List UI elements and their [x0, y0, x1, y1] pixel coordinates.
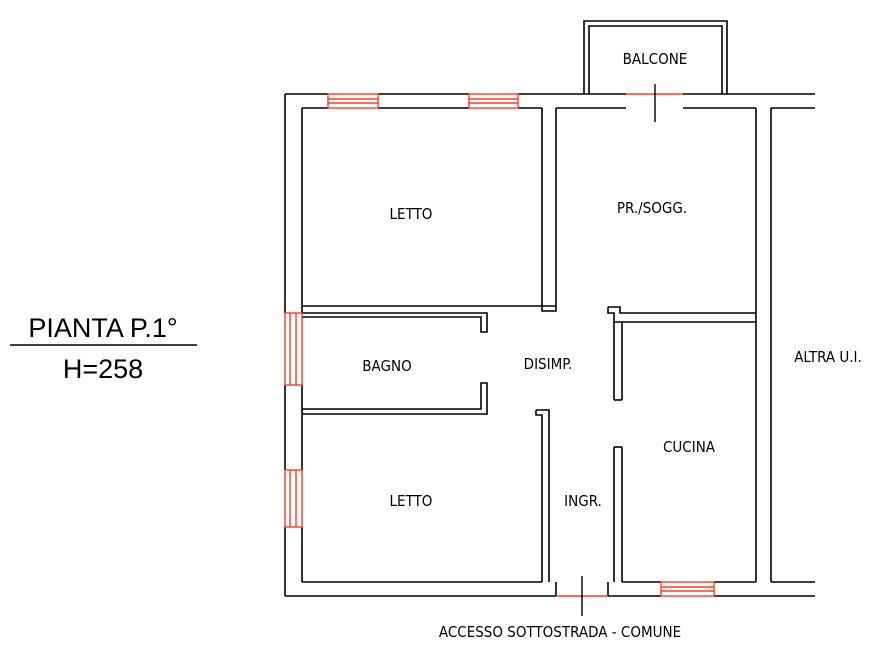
outer-walls [284, 93, 815, 597]
room-label-bagno: BAGNO [362, 357, 411, 375]
plan-title: PIANTA P.1° [28, 313, 177, 343]
room-label-pr-sogg: PR./SOGG. [617, 199, 687, 217]
access-label: ACCESSO SOTTOSTRADA - COMUNE [439, 623, 681, 641]
room-label-letto-top: LETTO [390, 205, 433, 223]
windows [284, 93, 715, 597]
room-label-cucina: CUCINA [663, 438, 716, 456]
room-label-letto-bottom: LETTO [390, 492, 433, 510]
room-label-balcone: BALCONE [623, 50, 688, 68]
party-wall [755, 108, 772, 582]
room-label-disimp: DISIMP. [524, 355, 573, 373]
room-label-altra-ui: ALTRA U.I. [794, 348, 862, 366]
interior-walls [302, 108, 756, 582]
balcony [583, 20, 728, 94]
room-label-ingr: INGR. [564, 492, 602, 510]
plan-height: H=258 [63, 354, 143, 384]
